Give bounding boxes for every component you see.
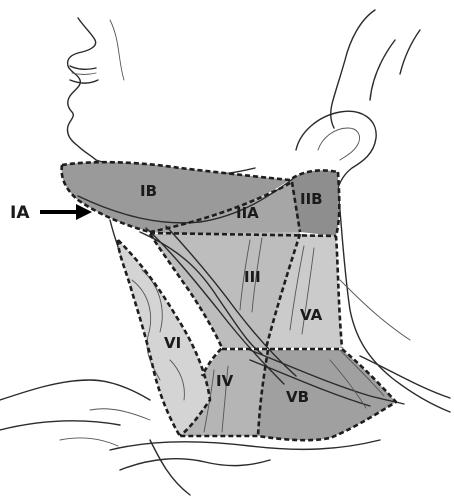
label-ib: IB	[140, 182, 157, 200]
label-iv: IV	[216, 372, 234, 390]
label-va: VA	[300, 306, 323, 324]
label-iia: IIA	[236, 204, 259, 222]
label-vi: VI	[164, 334, 181, 352]
label-iib: IIB	[300, 190, 323, 208]
label-iii: III	[244, 268, 261, 286]
ia-pointer-arrow	[40, 204, 92, 220]
label-ia: IA	[10, 203, 30, 223]
label-vb: VB	[286, 388, 309, 406]
